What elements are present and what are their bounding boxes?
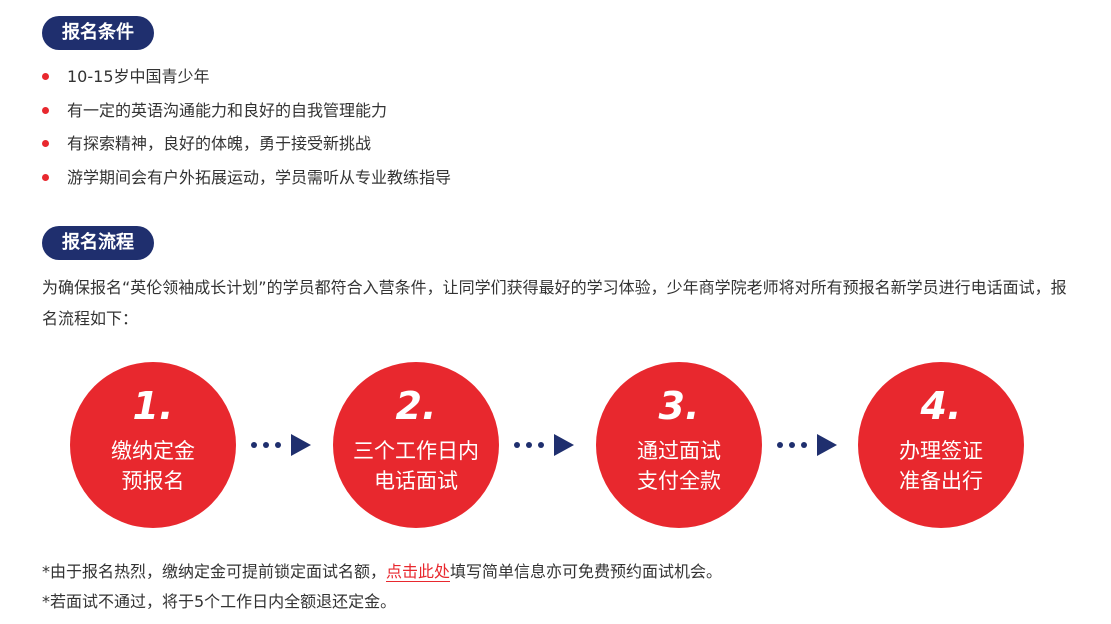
step-label-line1: 缴纳定金 — [111, 439, 195, 463]
bullet-dot-icon — [42, 173, 49, 181]
step-number: 2. — [395, 384, 437, 428]
section-title-process: 报名流程 — [42, 226, 154, 260]
list-item: 有一定的英语沟通能力和良好的自我管理能力 — [42, 94, 451, 128]
step-connector-arrow-icon — [251, 432, 313, 458]
note-deposit: *由于报名热烈，缴纳定金可提前锁定面试名额，点击此处填写简单信息亦可免费预约面试… — [42, 558, 722, 586]
process-steps: 1. 缴纳定金 预报名 2. 三个工作日内 电话面试 3. 通过面试 支付全款 … — [0, 362, 1111, 528]
step-circle-3: 3. 通过面试 支付全款 — [596, 362, 762, 528]
list-item: 游学期间会有户外拓展运动，学员需听从专业教练指导 — [42, 161, 451, 195]
step-label-line2: 准备出行 — [899, 469, 983, 493]
list-item: 有探索精神，良好的体魄，勇于接受新挑战 — [42, 127, 451, 161]
click-here-link[interactable]: 点击此处 — [386, 562, 451, 582]
list-item: 10-15岁中国青少年 — [42, 60, 451, 94]
step-label-line1: 通过面试 — [637, 439, 721, 463]
step-circle-1: 1. 缴纳定金 预报名 — [70, 362, 236, 528]
step-number: 1. — [132, 384, 174, 428]
requirements-list: 10-15岁中国青少年 有一定的英语沟通能力和良好的自我管理能力 有探索精神，良… — [42, 60, 451, 194]
step-connector-arrow-icon — [514, 432, 576, 458]
section-title-requirements: 报名条件 — [42, 16, 154, 50]
bullet-dot-icon — [42, 140, 49, 147]
requirement-text: 有探索精神，良好的体魄，勇于接受新挑战 — [67, 134, 372, 153]
requirement-text: 有一定的英语沟通能力和良好的自我管理能力 — [67, 100, 388, 120]
step-label-line1: 三个工作日内 — [353, 439, 479, 463]
step-label-line2: 支付全款 — [637, 469, 721, 493]
requirement-text: 10-15岁中国青少年 — [67, 67, 210, 86]
note-text: 填写简单信息亦可免费预约面试机会。 — [450, 562, 723, 581]
step-connector-arrow-icon — [777, 432, 839, 458]
requirement-text: 游学期间会有户外拓展运动，学员需听从专业教练指导 — [67, 167, 452, 187]
step-circle-4: 4. 办理签证 准备出行 — [858, 362, 1024, 528]
step-circle-2: 2. 三个工作日内 电话面试 — [333, 362, 499, 528]
note-text: *由于报名热烈，缴纳定金可提前锁定面试名额， — [42, 562, 387, 581]
bullet-dot-icon — [42, 106, 49, 114]
note-refund: *若面试不通过，将于5个工作日内全额退还定金。 — [42, 592, 397, 611]
step-label-line2: 电话面试 — [374, 469, 458, 493]
step-label-line2: 预报名 — [121, 469, 185, 493]
step-number: 4. — [920, 384, 962, 428]
process-intro: 为确保报名“英伦领袖成长计划”的学员都符合入营条件，让同学们获得最好的学习体验，… — [42, 278, 1067, 328]
bullet-dot-icon — [42, 73, 49, 80]
step-number: 3. — [658, 384, 700, 428]
step-label-line1: 办理签证 — [899, 439, 983, 463]
